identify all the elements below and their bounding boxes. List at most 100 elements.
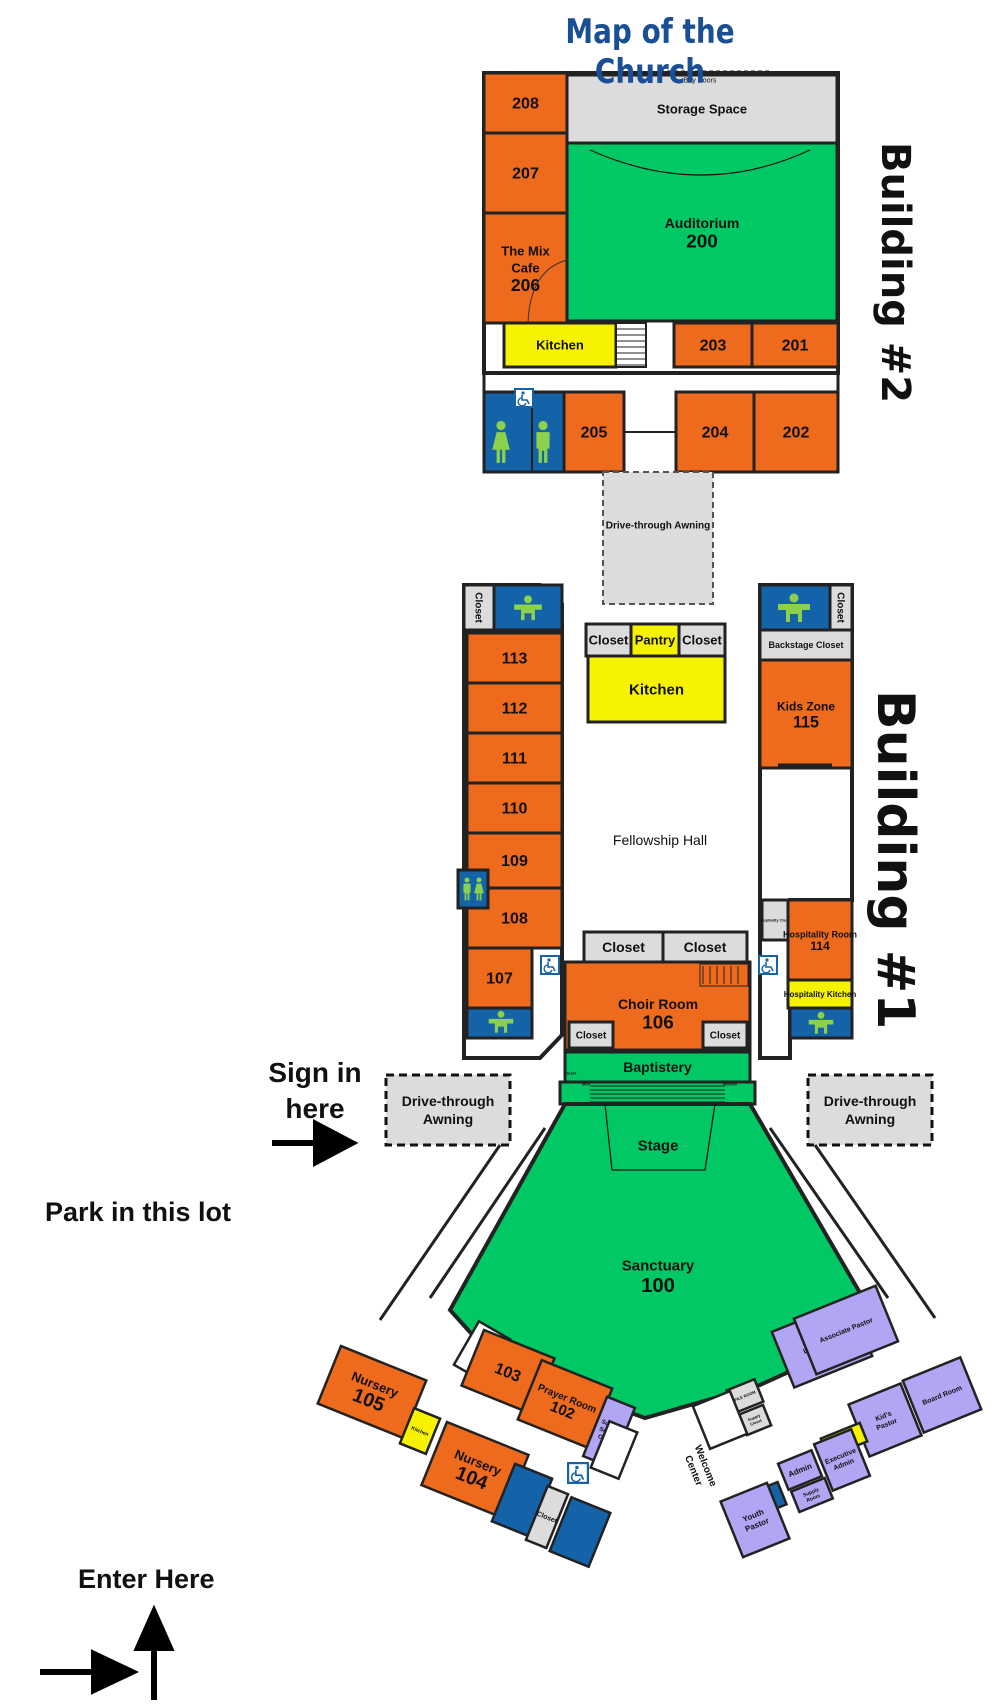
accessible-icon <box>567 1462 589 1484</box>
building2-r207-label: 207 <box>512 166 539 183</box>
room-unit[interactable] <box>589 1419 639 1481</box>
building1-choir-inner-l-label: Closet <box>576 1031 607 1042</box>
room-building1-r110[interactable] <box>465 781 564 835</box>
building1-awning-right-label-1: Awning <box>845 1111 895 1127</box>
front-supply-closet-label-0: Supply <box>747 1412 762 1422</box>
room-building2-r202[interactable] <box>752 390 840 474</box>
room-building2-r201[interactable] <box>750 321 840 369</box>
room-building1-pantry[interactable] <box>629 622 681 658</box>
room-building1-hosp-closet[interactable] <box>760 898 790 942</box>
building2-auditorium-label-1: 200 <box>686 232 718 253</box>
building2-r203-label: 203 <box>700 338 727 355</box>
building2-r208-label: 208 <box>512 96 539 113</box>
building2-auditorium-label-0: Auditorium <box>665 215 740 231</box>
building2-cafe-label-2: 206 <box>511 275 541 295</box>
room[interactable] <box>456 868 490 910</box>
arrow-right-icon <box>40 1649 140 1695</box>
room-building1-kids-zone[interactable] <box>758 658 854 770</box>
building1-fellowship-label: Fellowship Hall <box>613 832 707 848</box>
building2-r205-label: 205 <box>581 425 608 442</box>
building-1-label: Building #1 <box>865 690 925 1030</box>
building1-backstage-label: Backstage Closet <box>768 640 843 650</box>
building2-awning-label: Drive-through Awning <box>606 521 710 532</box>
drive-through-awning-right[interactable] <box>806 1073 934 1147</box>
map-title: Map of the Church <box>565 12 735 92</box>
enter-note: Enter Here <box>78 1564 215 1594</box>
building1-sanctuary-label-0: Sanctuary <box>622 1258 695 1275</box>
room-unit[interactable] <box>691 1389 749 1451</box>
building1-choir-inner-r-label: Closet <box>710 1031 741 1042</box>
sign-in-line-1: Sign in <box>268 1057 362 1088</box>
arrow-up-icon <box>133 1604 175 1700</box>
building1-kids-zone-label-1: 115 <box>793 713 819 731</box>
sign-in-note: Sign in here <box>260 1055 370 1127</box>
room-front-supply-room[interactable] <box>789 1476 835 1514</box>
room-front-board-room[interactable] <box>901 1355 983 1435</box>
building1-closet-right-top-label: Closet <box>835 592 846 623</box>
room-building1-baptistery[interactable] <box>563 1050 752 1084</box>
building1-kitchen-closet-l-label: Closet <box>589 633 629 648</box>
room-building1-r107[interactable] <box>465 946 534 1010</box>
building1-hosp-kitchen-label: Hospitality Kitchen <box>784 990 857 999</box>
walkway-right-outer <box>813 1144 937 1319</box>
building1-choir-closet-l-label: Closet <box>602 939 645 955</box>
building1-awning-right-label-0: Drive-through <box>824 1093 917 1109</box>
room-building2-cafe[interactable] <box>482 211 569 325</box>
room-building2-kitchen[interactable] <box>502 321 618 369</box>
park-note: Park in this lot <box>45 1197 232 1227</box>
room-front-nursery-kitchen[interactable] <box>398 1406 442 1456</box>
building1-awning-left-label-0: Drive-through <box>402 1093 495 1109</box>
building1-women-label: Women <box>723 1081 738 1086</box>
building1-r107-label: 107 <box>486 971 513 988</box>
room-building1-backstage[interactable] <box>758 628 854 662</box>
building2-r201-label: 201 <box>782 338 809 355</box>
stairwell-b2[interactable] <box>615 322 647 368</box>
room-building1-r111[interactable] <box>465 731 564 785</box>
accessible-icon <box>758 955 778 975</box>
building2-r204-label: 204 <box>702 425 729 442</box>
building1-pantry-label: Pantry <box>635 633 676 648</box>
building1-hospitality-label-0: Hospitality Room <box>783 929 857 939</box>
room-front-associate[interactable] <box>792 1284 900 1376</box>
building1-kitchen-label: Kitchen <box>629 681 684 698</box>
room-building2-r205[interactable] <box>562 390 626 474</box>
building2-cafe-label-1: Cafe <box>511 261 539 276</box>
drive-through-awning-left[interactable] <box>384 1073 512 1147</box>
building1-r109-label: 109 <box>501 853 528 870</box>
walkway-left-outer <box>378 1144 502 1321</box>
building-2-label: Building #2 <box>872 142 918 404</box>
room-building1-kitchen-closet-r[interactable] <box>677 622 727 658</box>
room[interactable] <box>492 583 564 632</box>
building1-choir-label-1: 106 <box>642 1013 674 1034</box>
drive-through-awning-top[interactable] <box>602 471 714 605</box>
room-building1-r112[interactable] <box>465 681 564 735</box>
room-building1-hospitality[interactable] <box>786 898 854 982</box>
building1-kitchen-closet-r-label: Closet <box>682 633 722 648</box>
room-building1-kitchen[interactable] <box>586 654 727 724</box>
cafe-door-arc <box>527 259 568 324</box>
accessible-icon <box>514 388 534 408</box>
building1-men-label: Men <box>582 1081 591 1086</box>
room-front-admin[interactable] <box>776 1448 824 1492</box>
storage-space[interactable] <box>565 73 839 145</box>
room-front-youth-pastor[interactable] <box>718 1481 792 1559</box>
room-building1-r113[interactable] <box>465 631 564 685</box>
stage-outline <box>604 1103 716 1171</box>
front-supply-room-label-1: Room <box>806 1493 822 1504</box>
building1-kids-zone-label-0: Kids Zone <box>777 699 835 713</box>
building1-choir-label-0: Choir Room <box>618 996 698 1012</box>
room-building2-r208[interactable] <box>482 71 569 135</box>
arrow-right-icon <box>272 1119 359 1167</box>
front-supply-room-label-0: Supply <box>802 1487 820 1499</box>
building1-awning-left-label-1: Awning <box>423 1111 473 1127</box>
walkway-right-inner <box>768 1127 890 1299</box>
room-building1-choir-inner-l[interactable] <box>567 1020 615 1050</box>
room-building1-choir-inner-r[interactable] <box>701 1020 749 1050</box>
room-front-closet[interactable] <box>524 1484 570 1550</box>
building2-cafe-label-0: The Mix <box>501 244 550 259</box>
auditorium-stage-arc <box>589 149 811 176</box>
room-front-executive[interactable] <box>812 1427 872 1493</box>
building2-r202-label: 202 <box>783 425 810 442</box>
room-unit[interactable] <box>548 1495 612 1569</box>
